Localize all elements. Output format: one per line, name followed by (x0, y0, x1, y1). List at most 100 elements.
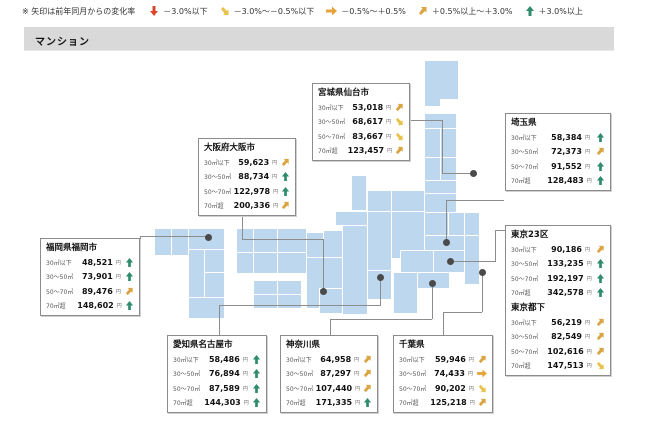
arrow-up-green-icon (595, 132, 605, 142)
arrow-up-right-orange-icon (418, 6, 428, 16)
arrow-up-right-orange-icon (595, 317, 605, 327)
map-tile (253, 294, 278, 309)
map-tile (277, 294, 302, 309)
arrow-up-right-orange-icon (478, 354, 487, 364)
arrow-up-green-icon (252, 398, 261, 408)
marker-kanagawa (429, 280, 436, 287)
arrow-up-green-icon (596, 176, 605, 186)
arrow-down-right-yellow-icon (395, 117, 404, 127)
arrow-up-green-icon (596, 273, 605, 283)
arrow-up-green-icon (125, 257, 134, 267)
map-tile (367, 190, 392, 212)
map-tile (464, 235, 480, 285)
legend-item-flat: －0.5%～＋0.5% (326, 6, 406, 17)
arrow-down-red-icon (149, 6, 159, 16)
arrow-up-green-icon (125, 272, 134, 282)
map-tile (424, 113, 457, 129)
map-tile (277, 252, 307, 274)
region-name: 宮城県仙台市 (318, 88, 370, 98)
legend-item-slight-down: －3.0%～－0.5%以下 (220, 6, 315, 17)
map-tile (323, 230, 343, 258)
map-tile (277, 280, 302, 295)
map-tile (342, 225, 368, 315)
legend-label: －3.0%～－0.5%以下 (233, 6, 315, 16)
map-tile (424, 212, 449, 236)
arrow-up-right-orange-icon (281, 157, 290, 167)
region-name: 愛知県名古屋市 (173, 340, 233, 350)
map-tile (306, 232, 324, 258)
legend-label: －3.0%以下 (163, 6, 208, 16)
marker-saitama (443, 239, 450, 246)
map-tile (253, 280, 278, 295)
map-tile-hokkaido-lower (424, 99, 441, 107)
map-tile (424, 128, 441, 158)
arrow-up-green-icon (596, 288, 605, 298)
arrow-up-right-orange-icon (595, 147, 605, 157)
map-tile (464, 212, 480, 236)
legend-label: ＋0.5%以上～＋3.0% (431, 6, 513, 16)
map-tile (204, 249, 225, 273)
region-name: 東京23区 (511, 230, 549, 240)
arrow-down-right-yellow-icon (478, 383, 487, 393)
arrow-up-right-orange-icon (125, 286, 134, 296)
arrow-up-right-orange-icon (281, 201, 290, 211)
map-tile (393, 272, 418, 314)
map-tile (335, 211, 368, 226)
marker-osaka (320, 288, 327, 295)
map-tile (253, 252, 278, 274)
legend-item-up: ＋3.0%以上 (525, 6, 583, 17)
arrow-up-green-icon (252, 383, 261, 393)
region-name: 神奈川県 (286, 340, 321, 350)
region-name: 東京都下 (511, 303, 546, 313)
legend-label: －0.5%～＋0.5% (341, 6, 406, 16)
arrow-up-right-orange-icon (596, 346, 605, 356)
map-tile (253, 228, 278, 253)
marker-fukuoka (205, 234, 212, 241)
map-tile (277, 228, 307, 253)
arrow-up-green-icon (252, 354, 261, 364)
arrow-up-green-icon (281, 172, 290, 182)
legend: ※ 矢印は前年同月からの変化率 －3.0%以下 －3.0%～－0.5%以下 －0… (0, 0, 650, 22)
arrow-up-right-orange-icon (395, 102, 404, 112)
map-tile (424, 157, 441, 181)
section-header: マンション (24, 27, 614, 51)
arrow-up-green-icon (252, 369, 261, 379)
arrow-up-right-orange-icon (478, 398, 487, 408)
marker-sendai (470, 170, 477, 177)
map-tile (236, 228, 254, 253)
map-tile (236, 252, 254, 274)
marker-nagoya (377, 274, 384, 281)
map-tile (188, 249, 205, 298)
